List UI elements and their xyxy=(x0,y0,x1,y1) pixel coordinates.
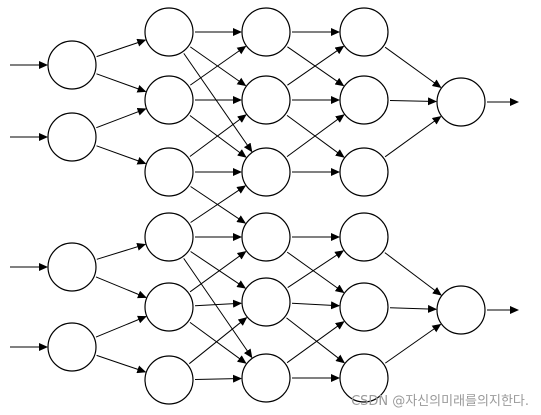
connections-group xyxy=(10,28,519,383)
edge-l1n3-l2n5 xyxy=(183,258,253,359)
edge-l0n3-l1n5 xyxy=(96,354,147,374)
neuron-hidden-3-4 xyxy=(339,282,389,332)
edge-l1n2-l2n1 xyxy=(189,114,247,157)
edge-l0n0-l1n1 xyxy=(96,73,147,93)
edge-l1n4-l2n4 xyxy=(194,299,242,308)
edge-l1n5-l2n5 xyxy=(194,374,242,383)
edge-l0n3-l1n4 xyxy=(95,315,147,338)
edge-l1n0-l2n2 xyxy=(183,53,253,153)
neuron-hidden-3-3 xyxy=(339,212,389,262)
neuron-input-1 xyxy=(47,112,97,162)
neuron-hidden-1-5 xyxy=(144,355,194,405)
watermark-text: CSDN @자신의미래를의지한다. xyxy=(351,394,529,409)
edge-l3n4-l4n1 xyxy=(389,304,437,313)
neuron-hidden-2-4 xyxy=(241,277,291,327)
edge-l1n5-l2n4 xyxy=(188,317,248,365)
neuron-hidden-2-1 xyxy=(241,75,291,125)
edge-l2n4-l3n3 xyxy=(287,250,345,289)
edge-l0n0-l1n0 xyxy=(96,38,147,58)
edge-l2n2-l3n1 xyxy=(286,114,345,158)
neuron-hidden-2-3 xyxy=(241,212,291,262)
neuron-hidden-1-1 xyxy=(144,75,194,125)
edge-l3n3-l4n1 xyxy=(384,252,442,296)
edge-l2n3-l3n4 xyxy=(286,251,345,294)
edge-l3n5-l4n1 xyxy=(385,323,442,364)
edge-l1n1-l2n0 xyxy=(190,45,247,86)
neuron-input-2 xyxy=(47,242,97,292)
neuron-hidden-1-0 xyxy=(144,7,194,57)
edge-l0n1-l1n2 xyxy=(96,145,147,165)
neuron-hidden-3-0 xyxy=(339,7,389,57)
neuron-hidden-2-0 xyxy=(241,7,291,57)
neuron-hidden-3-5 xyxy=(339,353,389,403)
edge-l1n4-l2n5 xyxy=(189,321,247,364)
edge-l2n4-l3n5 xyxy=(286,317,345,364)
neuron-hidden-2-5 xyxy=(241,353,291,403)
edge-l0n1-l1n1 xyxy=(96,108,147,129)
edge-l2n5-l3n4 xyxy=(286,321,345,364)
neuron-hidden-2-2 xyxy=(241,147,291,197)
neuron-hidden-1-3 xyxy=(144,212,194,262)
edge-l3n1-l4n0 xyxy=(389,97,437,106)
edge-l0n2-l1n4 xyxy=(95,276,147,299)
neuron-hidden-1-4 xyxy=(144,282,194,332)
neuron-output-0 xyxy=(436,77,486,127)
neurons-group xyxy=(47,7,486,405)
edge-l0n2-l1n3 xyxy=(96,242,147,260)
edge-l3n2-l4n0 xyxy=(384,116,442,158)
neuron-hidden-3-1 xyxy=(339,75,389,125)
edge-l1n3-l2n4 xyxy=(190,251,247,289)
neuron-hidden-3-2 xyxy=(339,147,389,197)
neuron-input-0 xyxy=(47,40,97,90)
edge-l1n3-l2n2 xyxy=(190,185,247,223)
edge-l2n4-l3n4 xyxy=(291,301,340,310)
edge-l1n4-l2n3 xyxy=(189,251,247,293)
neuron-input-3 xyxy=(47,322,97,372)
neuron-output-1 xyxy=(436,285,486,335)
edge-l3n0-l4n0 xyxy=(384,46,442,88)
edge-l2n1-l3n0 xyxy=(287,45,345,86)
neuron-hidden-1-2 xyxy=(144,147,194,197)
